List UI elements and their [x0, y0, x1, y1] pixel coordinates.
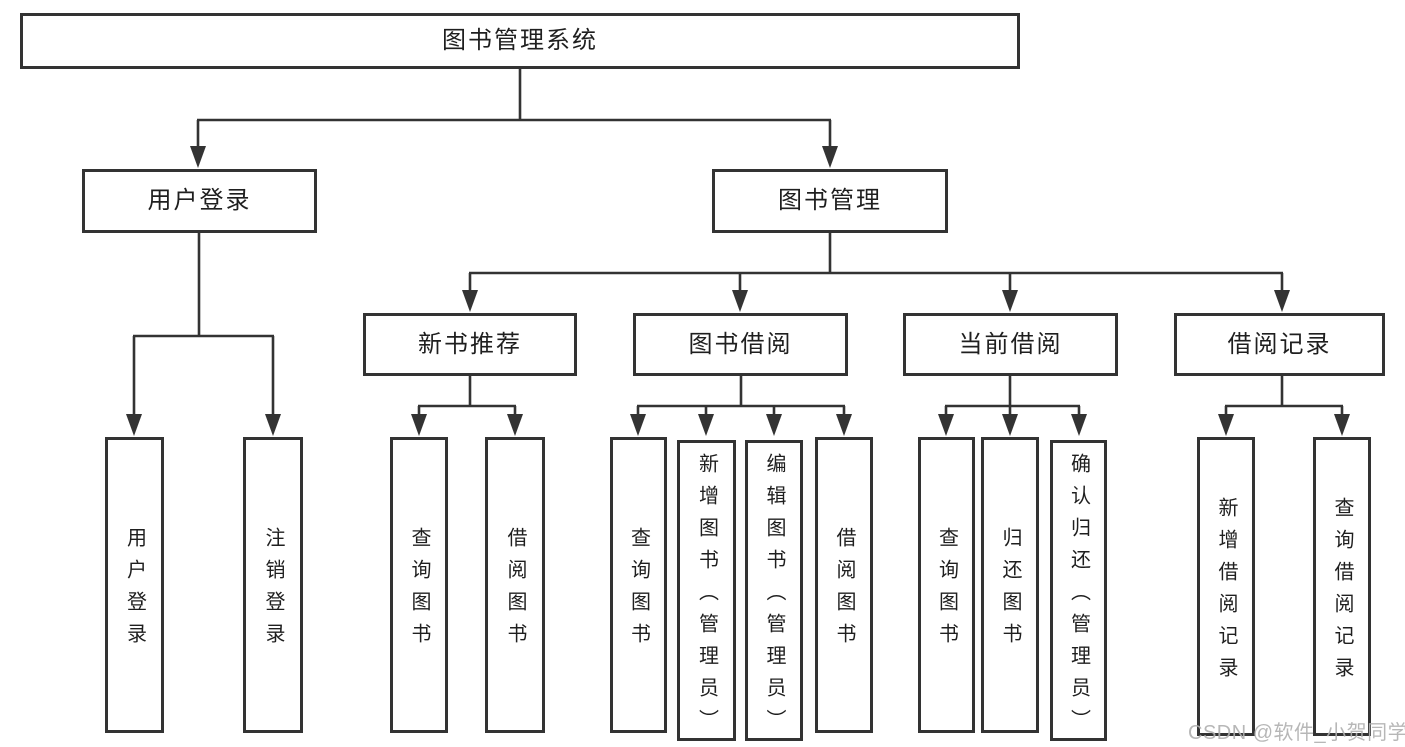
leaf-label: 借阅图书 — [504, 527, 526, 655]
node-book-management: 图书管理 — [712, 169, 948, 233]
leaf-user-login: 用户登录 — [105, 437, 164, 733]
node-user-login: 用户登录 — [82, 169, 317, 233]
leaf-current-confirm-return-admin: 确认归还（管理员） — [1050, 440, 1107, 741]
leaf-records-add-record: 新增借阅记录 — [1197, 437, 1255, 736]
leaf-borrow-borrow-books: 借阅图书 — [815, 437, 873, 733]
leaf-label: 借阅图书 — [833, 527, 855, 655]
leaf-borrow-add-books-admin: 新增图书（管理员） — [677, 440, 736, 741]
leaf-label: 查询图书 — [935, 527, 958, 655]
node-label: 借阅记录 — [1227, 330, 1332, 358]
leaf-current-query-books: 查询图书 — [918, 437, 975, 733]
leaf-label: 编辑图书（管理员） — [763, 452, 785, 741]
leaf-label: 查询借阅记录 — [1331, 496, 1353, 689]
leaf-current-return-books: 归还图书 — [981, 437, 1039, 733]
node-label: 新书推荐 — [418, 330, 522, 358]
node-book-borrowing: 图书借阅 — [633, 313, 848, 376]
node-label: 图书借阅 — [688, 330, 793, 358]
leaf-label: 查询图书 — [408, 527, 430, 655]
leaf-label: 新增图书（管理员） — [695, 452, 718, 741]
node-library-system: 图书管理系统 — [20, 13, 1020, 69]
watermark: CSDN @软件_小贺同学 — [1188, 722, 1405, 744]
leaf-label: 注销登录 — [262, 527, 284, 655]
node-label: 当前借阅 — [958, 330, 1063, 358]
node-new-book-recommendation: 新书推荐 — [363, 313, 577, 376]
leaf-borrow-query-books: 查询图书 — [610, 437, 667, 733]
node-label: 用户登录 — [147, 187, 252, 214]
leaf-borrow-edit-books-admin: 编辑图书（管理员） — [745, 440, 803, 741]
leaf-recommend-query-books: 查询图书 — [390, 437, 448, 733]
node-label: 图书管理 — [778, 187, 882, 214]
leaf-records-query-record: 查询借阅记录 — [1313, 437, 1371, 736]
leaf-label: 确认归还（管理员） — [1067, 452, 1090, 741]
leaf-label: 查询图书 — [627, 527, 650, 655]
node-label: 图书管理系统 — [442, 27, 598, 54]
leaf-label: 归还图书 — [999, 527, 1021, 655]
node-borrowing-records: 借阅记录 — [1174, 313, 1385, 376]
leaf-label: 新增借阅记录 — [1215, 496, 1237, 689]
leaf-label: 用户登录 — [123, 527, 146, 655]
leaf-recommend-borrow-books: 借阅图书 — [485, 437, 545, 733]
node-current-borrowing: 当前借阅 — [903, 313, 1118, 376]
leaf-logout: 注销登录 — [243, 437, 303, 733]
